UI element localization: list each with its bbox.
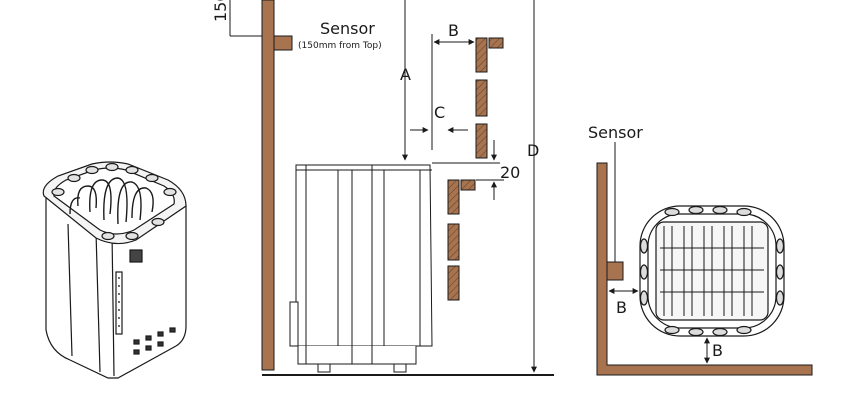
plan-sensor-label: Sensor [588,123,643,142]
side-wall [261,0,275,371]
side-elevation-view: 150 Sensor (150mm from Top) A B C D [211,0,554,376]
dim-20-label: 20 [500,163,520,182]
heater-side-view [289,164,433,373]
plan-sensor-block [606,261,624,281]
control-display-strip [115,271,123,335]
plan-dim-b-left-label: B [616,298,627,317]
heater-logo-plate [129,249,143,263]
sensor-label: Sensor [320,19,375,38]
plan-walls [596,162,813,376]
dim-d-label: D [527,141,539,160]
top-view-elements [660,226,764,316]
heater-perspective-illustration [42,161,187,379]
top-view-stone-holes [639,205,785,337]
dim-a-label: A [400,65,411,84]
heater-top-view [639,205,785,337]
dim-c-label: C [434,103,445,122]
plan-view: Sensor [588,123,813,376]
plan-dim-b-bottom-label: B [712,341,723,360]
sensor-note: (150mm from Top) [298,41,382,51]
guard-rail-boards [447,37,504,301]
top-clip-label: 150 [211,0,230,22]
control-buttons [133,327,176,355]
stone-openings [51,162,177,241]
sensor-block [273,35,293,51]
dim-b-label: B [448,21,459,40]
heating-elements [69,177,154,225]
